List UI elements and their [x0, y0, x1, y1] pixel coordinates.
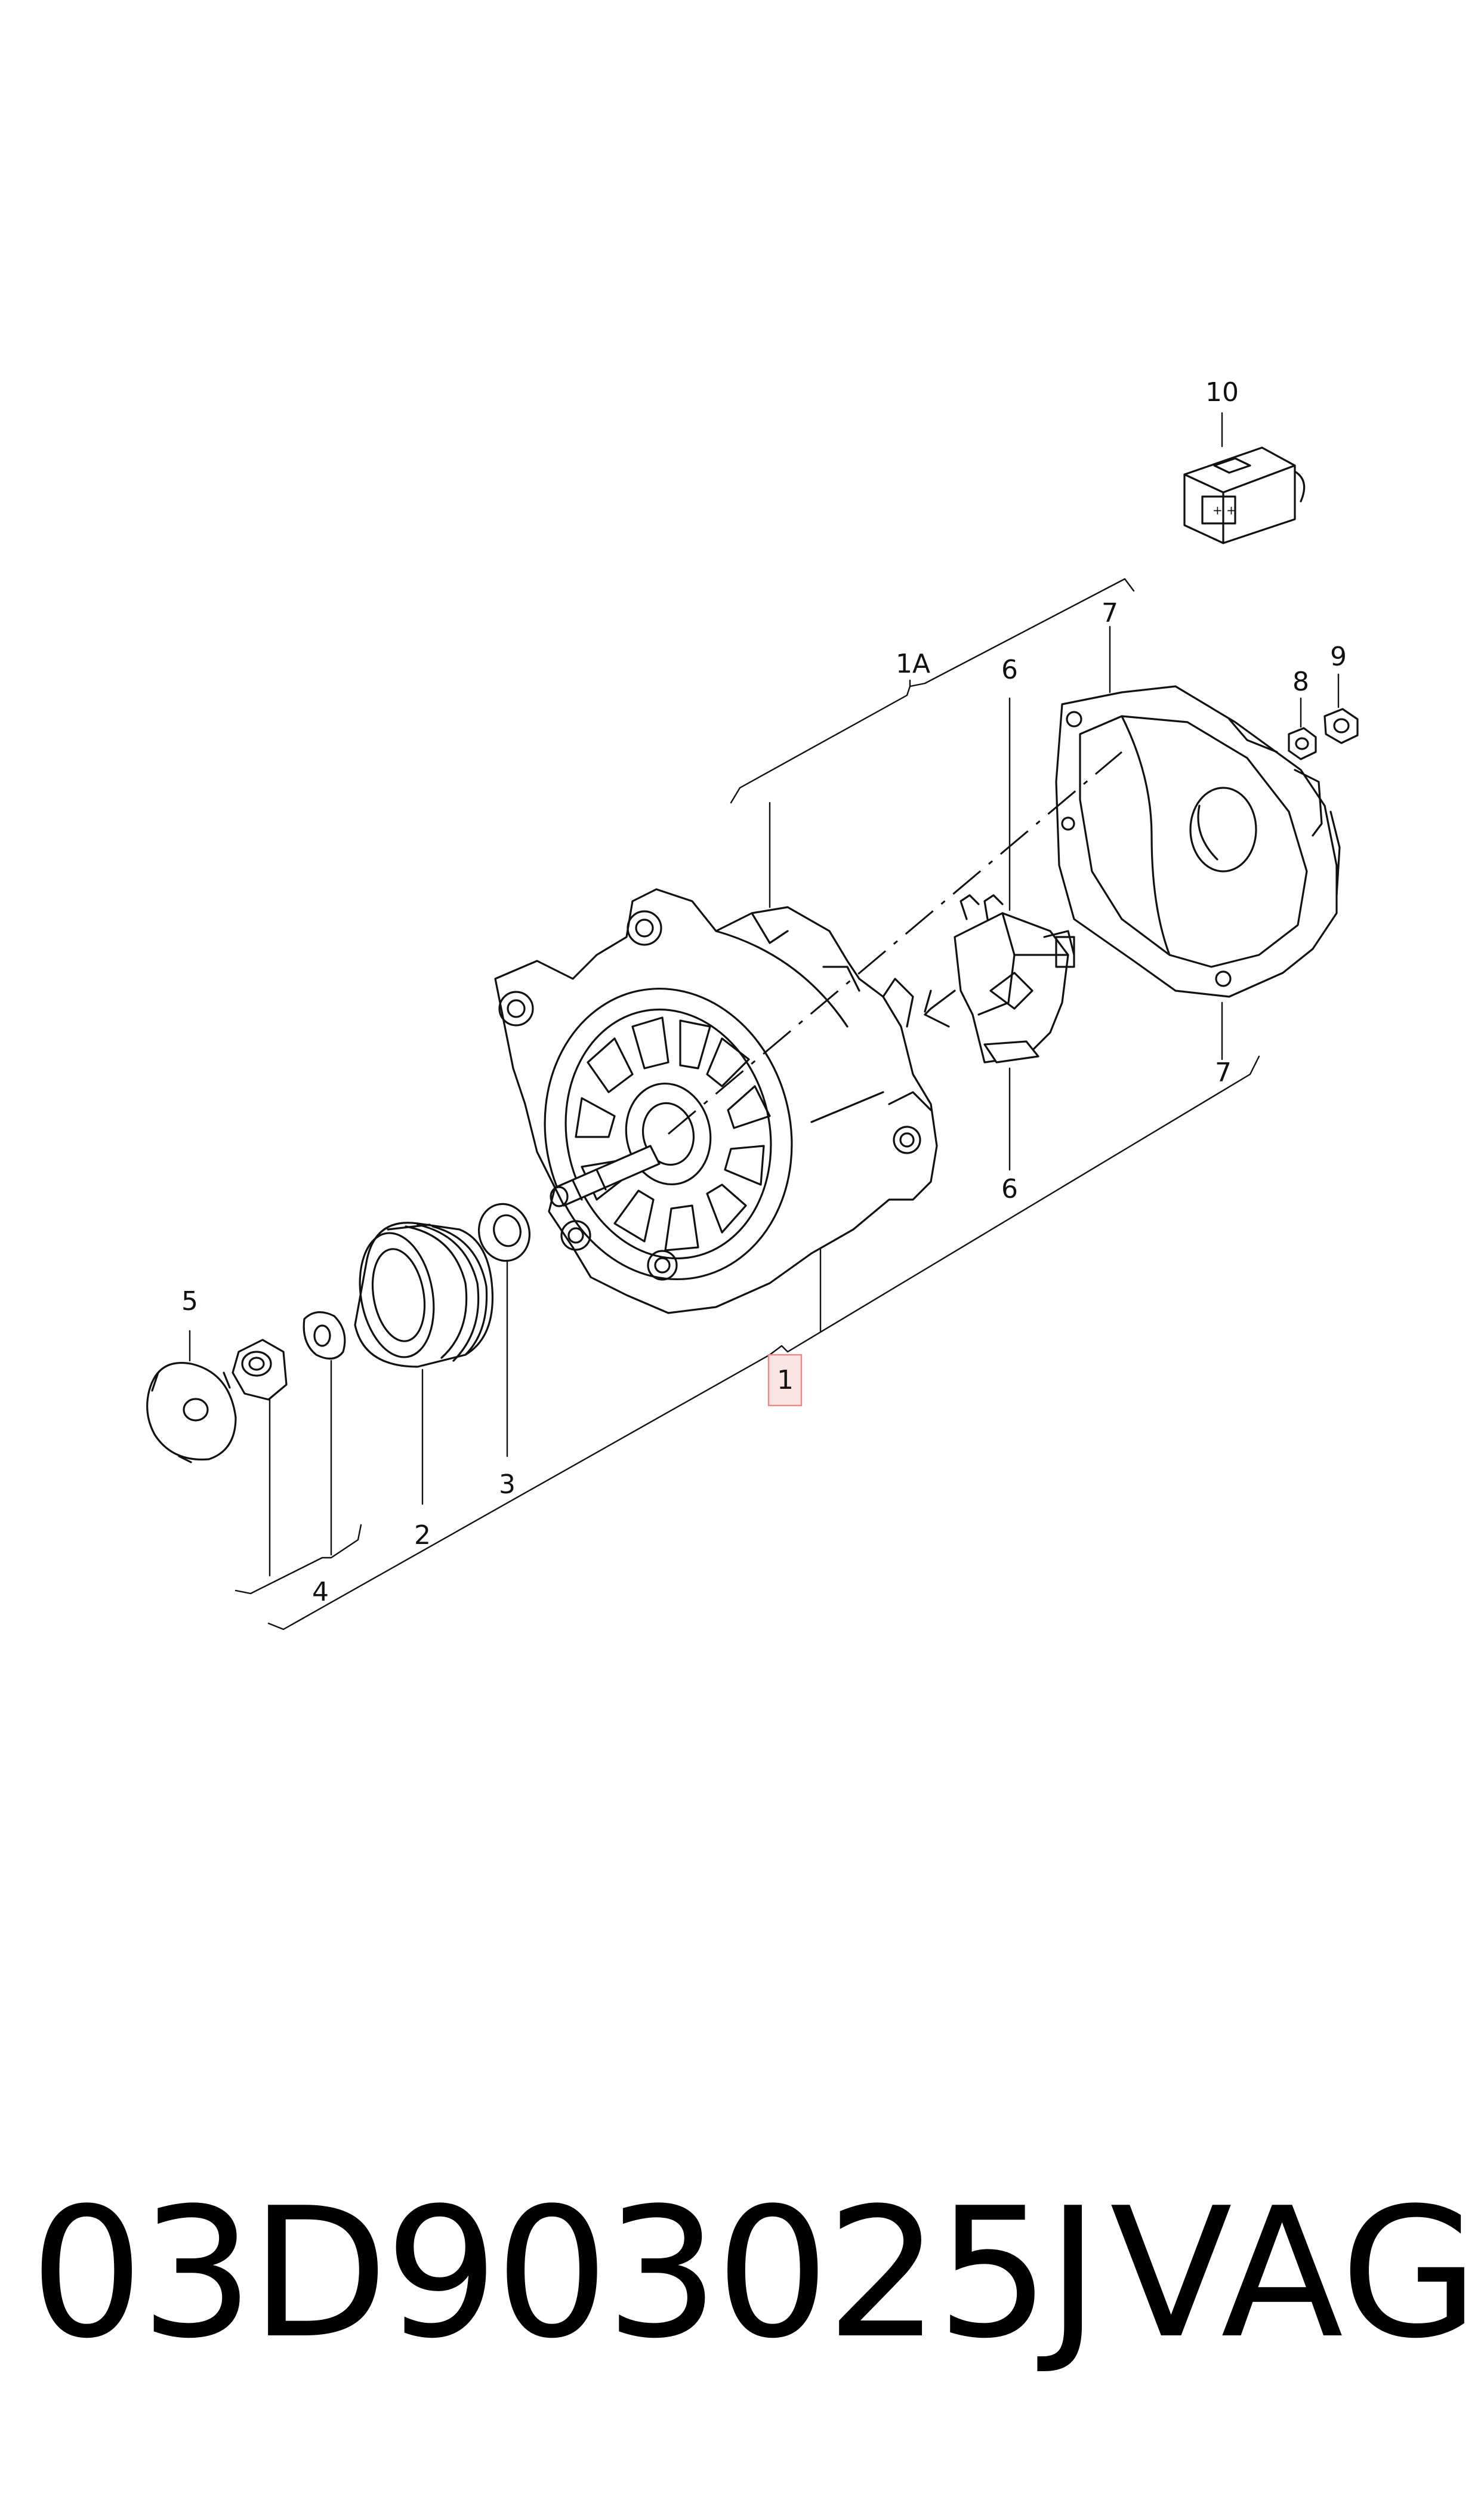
callout-10: 10 — [1205, 377, 1239, 408]
protective-cap-part — [146, 1361, 237, 1463]
callout-1-highlight[interactable]: 1 — [767, 1354, 803, 1407]
callout-2: 2 — [414, 1520, 431, 1551]
part-footer: 03D903025J VAG — [0, 2166, 1484, 2405]
washer-part — [303, 1311, 346, 1360]
callout-7-top: 7 — [1102, 598, 1118, 628]
voltage-regulator-part — [924, 894, 1075, 1064]
callout-5: 5 — [181, 1286, 198, 1317]
callout-9: 9 — [1330, 642, 1347, 672]
bracket-4 — [235, 1524, 362, 1595]
rear-cover-part — [1055, 685, 1341, 998]
callout-1a: 1A — [896, 649, 930, 679]
connector-plug-part: + + — [1183, 446, 1306, 544]
bracket-1 — [267, 1055, 1260, 1631]
axis-centerline — [668, 751, 1122, 1135]
pulley-part — [354, 1222, 494, 1368]
svg-text:+ +: + + — [1213, 503, 1236, 517]
brand-name: VAG — [1110, 2169, 1479, 2378]
nut-part-8 — [1288, 727, 1317, 760]
spacer-ring-part — [477, 1203, 531, 1262]
callout-4: 4 — [312, 1577, 329, 1607]
nut-part-9 — [1323, 708, 1359, 744]
hex-nut-part — [232, 1339, 288, 1401]
alternator-body-part — [494, 888, 938, 1314]
callout-6-top: 6 — [1001, 655, 1018, 685]
callout-7-bottom: 7 — [1215, 1058, 1232, 1088]
callout-6-bottom: 6 — [1001, 1174, 1018, 1204]
part-number: 03D903025J — [30, 2169, 1099, 2378]
callout-8: 8 — [1292, 667, 1309, 697]
callout-1: 1 — [777, 1365, 794, 1395]
callout-3: 3 — [499, 1469, 516, 1500]
